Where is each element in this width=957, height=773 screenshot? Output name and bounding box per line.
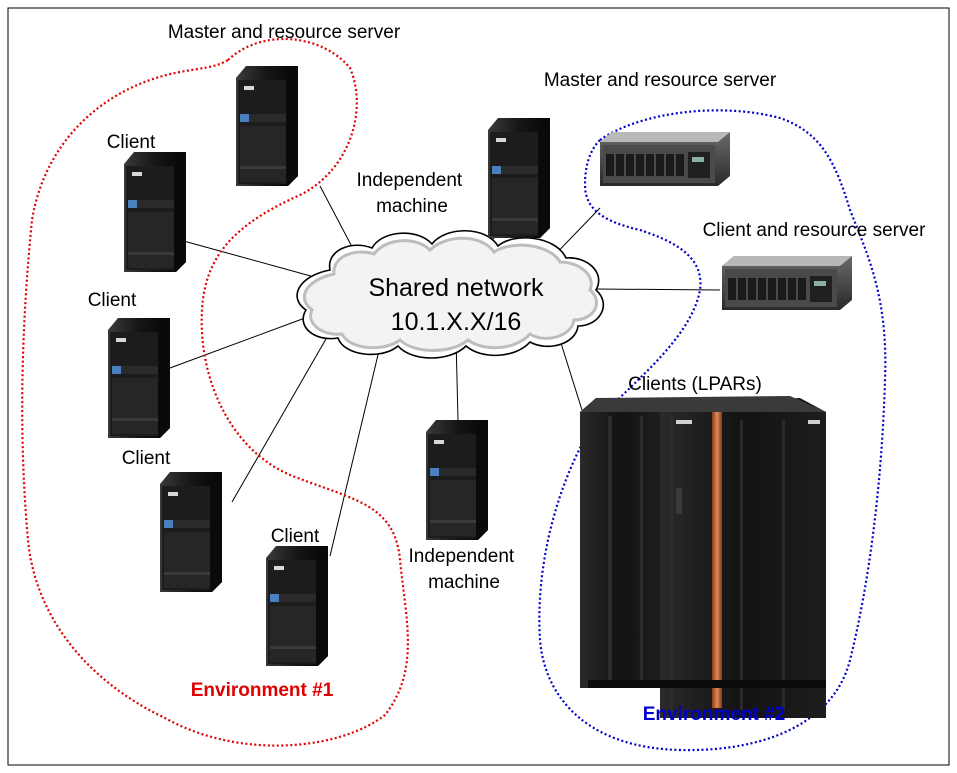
- label-master-left: Master and resource server: [168, 22, 401, 43]
- label-client-resource: Client and resource server: [703, 220, 926, 241]
- label-independent-bottom: Independent machine: [409, 546, 520, 593]
- cloud-icon: [296, 229, 605, 359]
- tower-server-icon: [160, 472, 222, 592]
- cloud-title: Shared network: [368, 274, 544, 302]
- rack-server-icon: [722, 256, 852, 310]
- cloud-subnet: 10.1.X.X/16: [391, 308, 522, 336]
- link-client-resource: [596, 288, 721, 291]
- environment-2-boundary: [538, 109, 887, 752]
- label-master-right: Master and resource server: [544, 70, 777, 91]
- diagram-frame: [7, 7, 950, 766]
- label-client-3: Client: [122, 448, 171, 469]
- link-mainframe: [559, 339, 583, 411]
- label-independent-top-text: Independent: [357, 170, 463, 191]
- environment-1-boundary: [21, 37, 409, 747]
- tower-server-icon: [236, 66, 298, 186]
- label-independent-bottom-text-line2: machine: [428, 572, 500, 593]
- link-client-1: [179, 239, 319, 279]
- link-client-3: [231, 331, 331, 503]
- label-independent-top: Independent machine: [357, 170, 468, 217]
- tower-server-icon: [426, 420, 488, 540]
- label-client-1: Client: [107, 132, 156, 153]
- label-client-4: Client: [271, 526, 320, 547]
- environment-1-label: Environment #1: [191, 680, 334, 701]
- label-independent-top-text-line2: machine: [376, 196, 448, 217]
- label-client-2: Client: [88, 290, 137, 311]
- environment-2-label: Environment #2: [643, 704, 786, 725]
- tower-server-icon: [266, 546, 328, 666]
- link-client-4: [329, 337, 383, 557]
- mainframe-icon: [580, 396, 826, 718]
- label-clients-lpars: Clients (LPARs): [628, 374, 762, 395]
- tower-server-icon: [108, 318, 170, 438]
- link-client-2: [169, 317, 306, 369]
- label-independent-bottom-text: Independent: [409, 546, 515, 567]
- tower-server-icon: [124, 152, 186, 272]
- rack-server-icon: [600, 132, 730, 186]
- tower-server-icon: [488, 118, 550, 238]
